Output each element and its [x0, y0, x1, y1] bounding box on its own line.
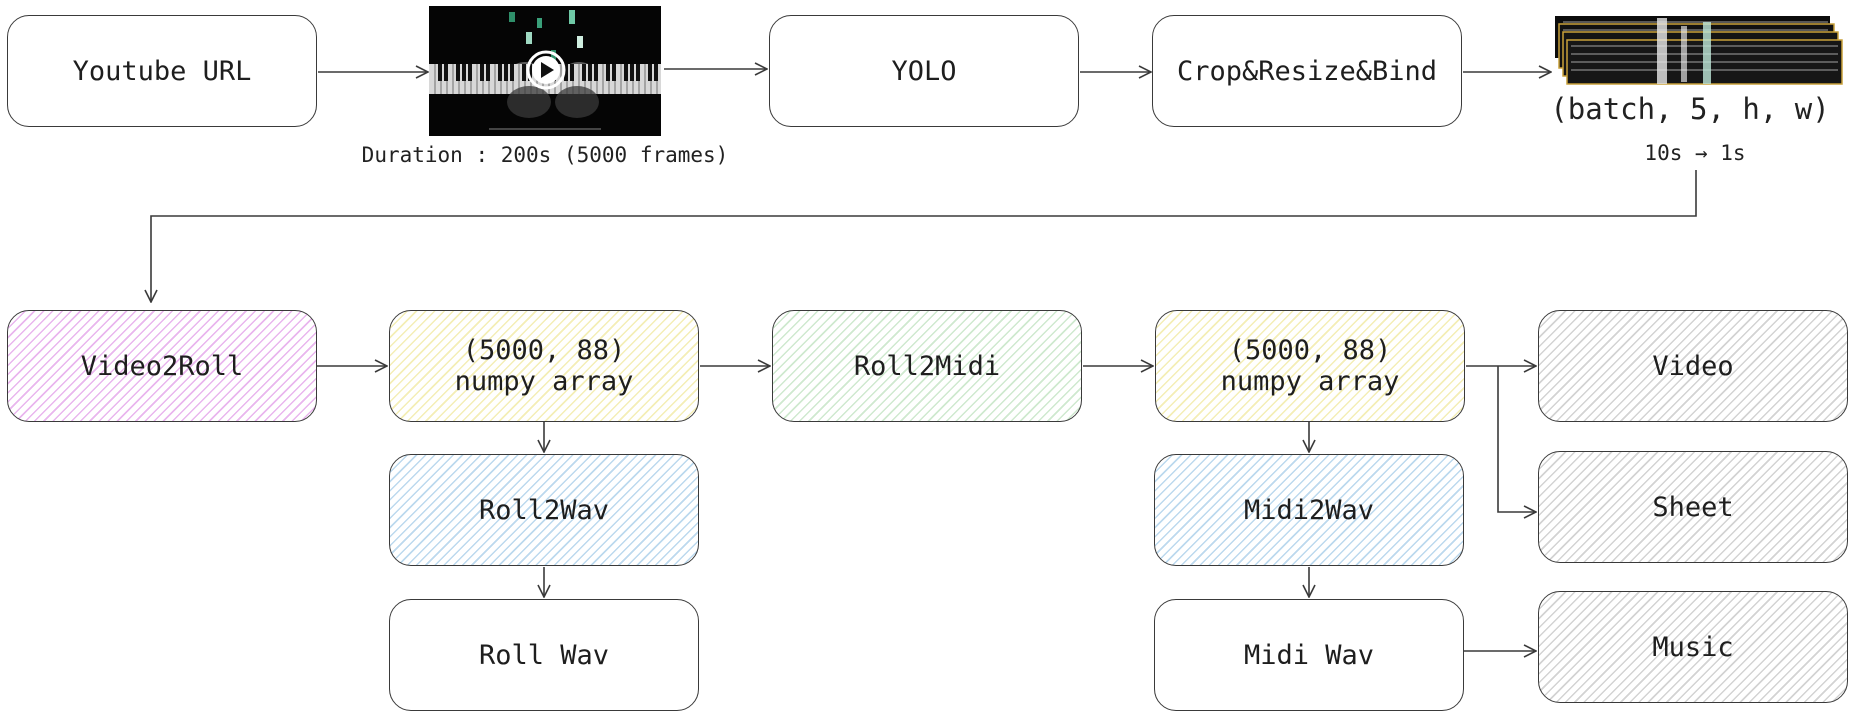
- frame-stack-icon: [1553, 16, 1846, 88]
- window-note-caption: 10s → 1s: [1644, 141, 1746, 165]
- midi-wav-node: Midi Wav: [1154, 599, 1464, 711]
- roll-wav-node: Roll Wav: [389, 599, 699, 711]
- video2roll-label: Video2Roll: [80, 350, 244, 382]
- video-output-node: Video: [1538, 310, 1848, 422]
- roll-wav-label: Roll Wav: [478, 639, 610, 671]
- sheet-output-label: Sheet: [1652, 491, 1734, 523]
- roll-numpy-array-node: (5000, 88) numpy array: [389, 310, 699, 422]
- video2roll-node: Video2Roll: [7, 310, 317, 422]
- yolo-label: YOLO: [891, 55, 957, 87]
- midi-numpy-array-label: (5000, 88) numpy array: [1220, 335, 1400, 397]
- video-output-label: Video: [1652, 350, 1734, 382]
- roll2wav-label: Roll2Wav: [478, 494, 610, 526]
- yolo-node: YOLO: [769, 15, 1079, 127]
- midi-wav-label: Midi Wav: [1243, 639, 1375, 671]
- arrow-midiarray-to-sheet-out: [1497, 366, 1536, 512]
- music-output-label: Music: [1652, 631, 1734, 663]
- crop-resize-bind-label: Crop&Resize&Bind: [1176, 55, 1438, 87]
- video-duration-caption: Duration : 200s (5000 frames): [361, 143, 729, 167]
- crop-resize-bind-node: Crop&Resize&Bind: [1152, 15, 1462, 127]
- roll-numpy-array-label: (5000, 88) numpy array: [454, 335, 634, 397]
- roll2wav-node: Roll2Wav: [389, 454, 699, 566]
- youtube-url-node: Youtube URL: [7, 15, 317, 127]
- youtube-url-label: Youtube URL: [72, 55, 252, 87]
- roll2midi-label: Roll2Midi: [853, 350, 1001, 382]
- midi2wav-label: Midi2Wav: [1243, 494, 1375, 526]
- arrow-stack-to-video2roll: [151, 170, 1697, 302]
- play-icon: [526, 50, 566, 90]
- music-output-node: Music: [1538, 591, 1848, 703]
- roll2midi-node: Roll2Midi: [772, 310, 1082, 422]
- sheet-output-node: Sheet: [1538, 451, 1848, 563]
- midi-numpy-array-node: (5000, 88) numpy array: [1155, 310, 1465, 422]
- piano-video-thumbnail-icon: [429, 6, 661, 136]
- tensor-shape-caption: (batch, 5, h, w): [1550, 92, 1830, 126]
- midi2wav-node: Midi2Wav: [1154, 454, 1464, 566]
